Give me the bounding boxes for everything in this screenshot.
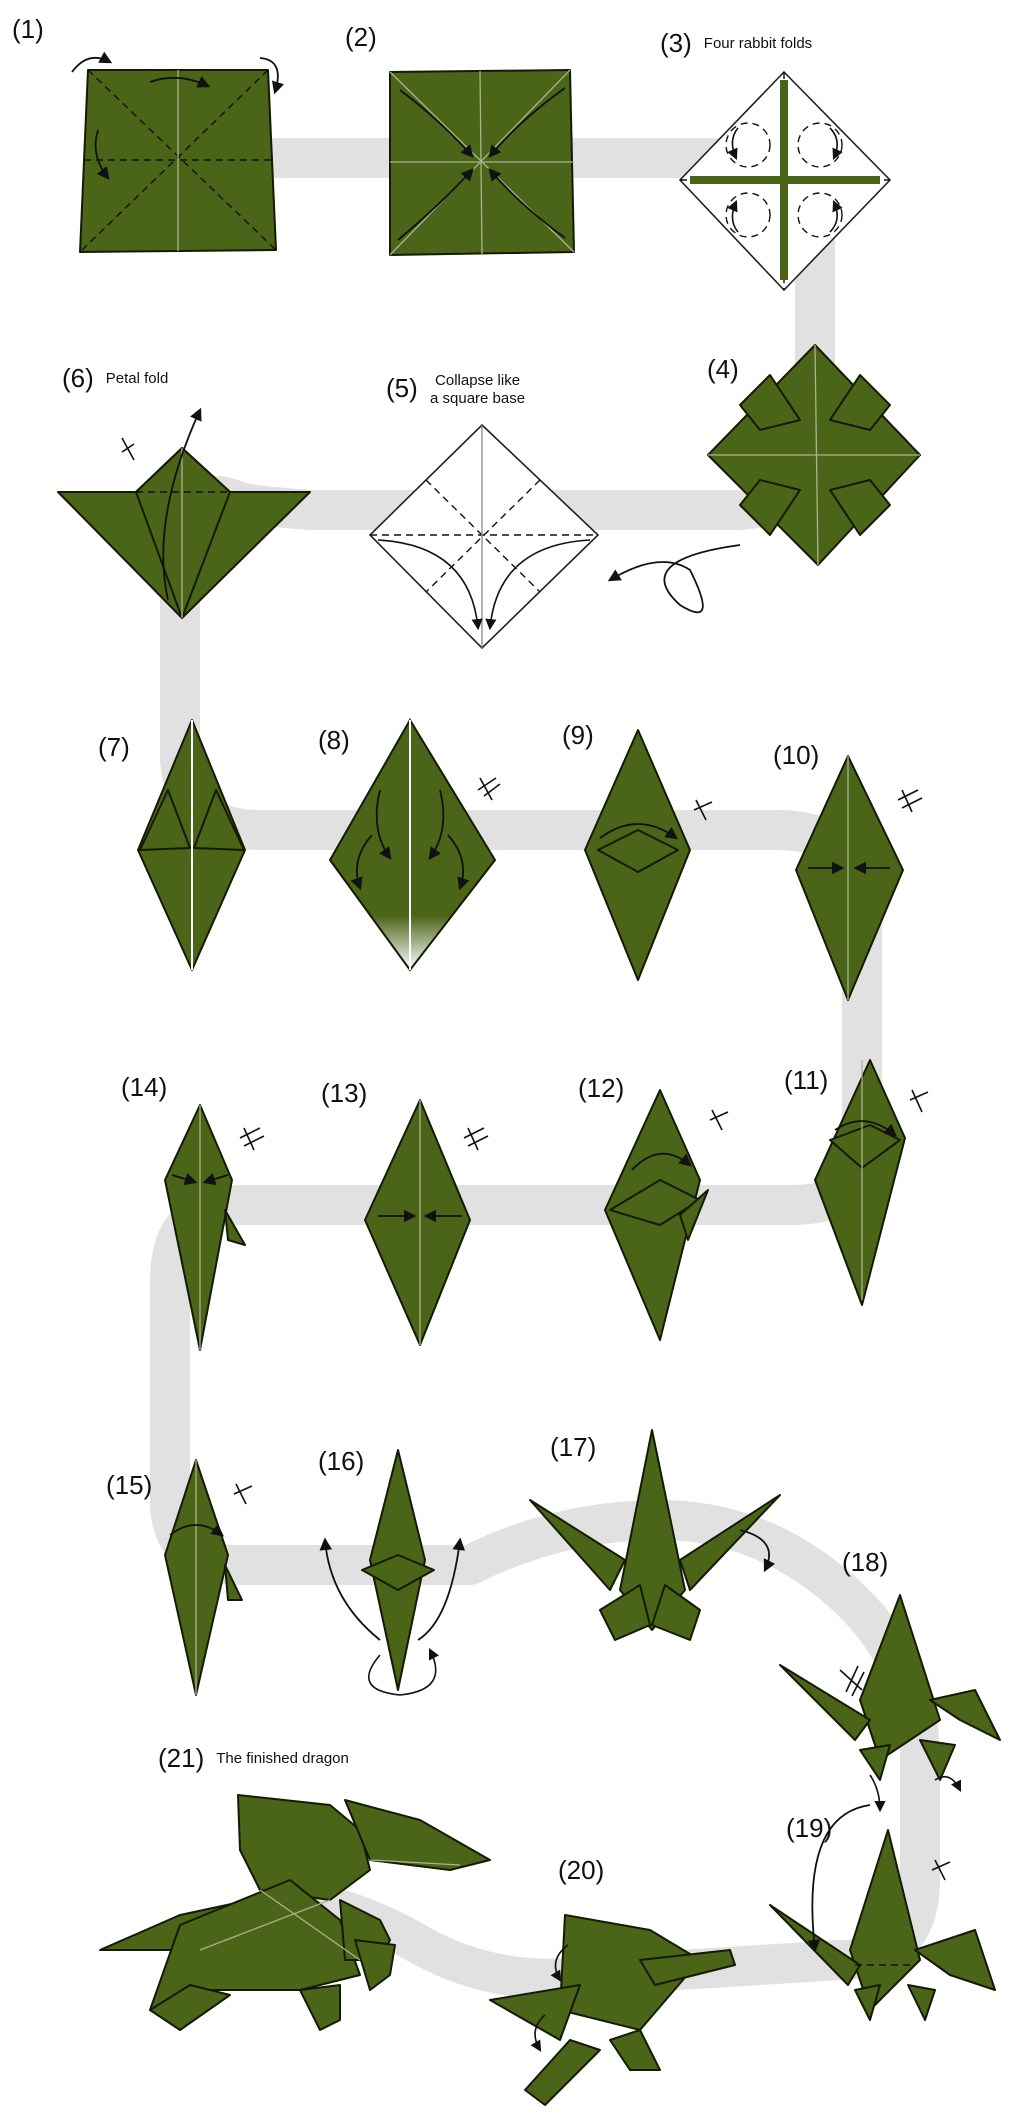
step-20-number: (20) <box>558 1855 605 1885</box>
step-4-number: (4) <box>707 354 739 384</box>
step-9-label: (9) <box>562 720 594 751</box>
step-5-number: (5) <box>386 373 418 403</box>
step-3-number: (3) <box>660 28 692 58</box>
step-5-caption-line2: a square base <box>430 390 526 407</box>
step-9-number: (9) <box>562 720 594 750</box>
step-13-number: (13) <box>321 1078 368 1108</box>
step-7-number: (7) <box>98 732 130 762</box>
step-4-label: (4) <box>707 354 739 385</box>
step-21-number: (21) <box>158 1743 205 1773</box>
step-1-figure <box>71 51 285 253</box>
step-10-number: (10) <box>773 740 820 770</box>
step-6-figure <box>57 407 311 619</box>
step-9-figure <box>584 729 713 981</box>
step-2-figure <box>389 69 575 256</box>
step-17-label: (17) <box>550 1432 596 1463</box>
step-4-figure <box>607 344 921 614</box>
step-15-figure <box>164 1459 253 1696</box>
step-14-label: (14) <box>121 1072 167 1103</box>
step-11-figure <box>814 1059 929 1306</box>
step-14-figure <box>164 1104 265 1351</box>
step-11-label: (11) <box>784 1065 828 1096</box>
step-3-label: (3) Four rabbit folds <box>660 28 812 59</box>
step-6-caption: Petal fold <box>105 370 169 387</box>
step-13-label: (13) <box>321 1078 367 1109</box>
step-2-label: (2) <box>345 22 377 53</box>
step-12-number: (12) <box>578 1073 625 1103</box>
step-6-label: (6) Petal fold <box>62 363 168 394</box>
step-1-label: (1) <box>12 14 44 45</box>
step-21-figure <box>99 1794 491 2031</box>
step-21-caption: The finished dragon <box>216 1750 349 1767</box>
step-8-number: (8) <box>318 725 350 755</box>
step-16-figure <box>319 1449 465 1696</box>
step-7-figure <box>137 719 246 971</box>
step-8-label: (8) <box>318 725 350 756</box>
step-20-figure <box>489 1914 736 2106</box>
step-14-number: (14) <box>121 1072 168 1102</box>
step-15-number: (15) <box>106 1470 153 1500</box>
step-12-label: (12) <box>578 1073 624 1104</box>
step-5-label: (5) <box>386 373 418 404</box>
step-6-number: (6) <box>62 363 94 393</box>
step-19-label: (19) <box>786 1813 832 1844</box>
step-18-label: (18) <box>842 1547 888 1578</box>
step-10-label: (10) <box>773 740 819 771</box>
step-12-figure <box>604 1089 729 1341</box>
step-17-number: (17) <box>550 1432 597 1462</box>
step-21-label: (21) The finished dragon <box>158 1743 349 1774</box>
step-3-caption: Four rabbit folds <box>703 35 813 52</box>
step-18-number: (18) <box>842 1547 889 1577</box>
step-19-number: (19) <box>786 1813 833 1843</box>
step-13-figure <box>364 1099 489 1346</box>
step-2-number: (2) <box>345 22 377 52</box>
step-11-number: (11) <box>784 1065 829 1095</box>
step-3-figure <box>678 70 892 292</box>
step-5-figure <box>368 423 600 650</box>
step-1-number: (1) <box>12 14 44 44</box>
step-8-figure <box>328 718 501 972</box>
step-15-label: (15) <box>106 1470 152 1501</box>
step-5-caption-line1: Collapse like <box>435 372 521 389</box>
step-20-label: (20) <box>558 1855 604 1886</box>
step-16-label: (16) <box>318 1446 364 1477</box>
step-18-figure <box>779 1594 1001 1813</box>
step-17-figure <box>529 1429 781 1641</box>
step-10-figure <box>795 755 923 1001</box>
step-16-number: (16) <box>318 1446 365 1476</box>
step-7-label: (7) <box>98 732 130 763</box>
step-19-figure <box>769 1804 996 2021</box>
